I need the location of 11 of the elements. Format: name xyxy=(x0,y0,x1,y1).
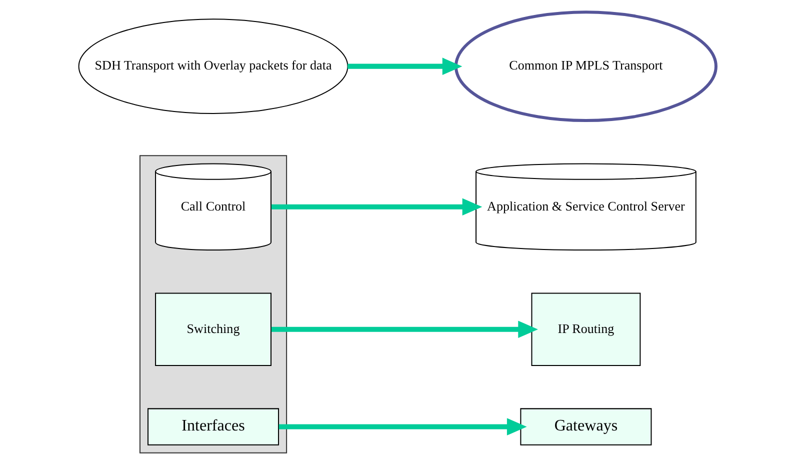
arrow xyxy=(271,198,482,216)
arrow xyxy=(271,320,538,338)
node-box: Gateways xyxy=(520,408,652,446)
node-box: Switching xyxy=(155,292,272,366)
node-ellipse: SDH Transport with Overlay packets for data xyxy=(78,18,348,114)
node-ellipse: Common IP MPLS Transport xyxy=(454,10,718,122)
arrow xyxy=(278,418,527,436)
node-box: IP Routing xyxy=(531,292,641,366)
cluster xyxy=(139,155,288,454)
arrow xyxy=(348,58,462,75)
node-box: Interfaces xyxy=(148,408,280,446)
